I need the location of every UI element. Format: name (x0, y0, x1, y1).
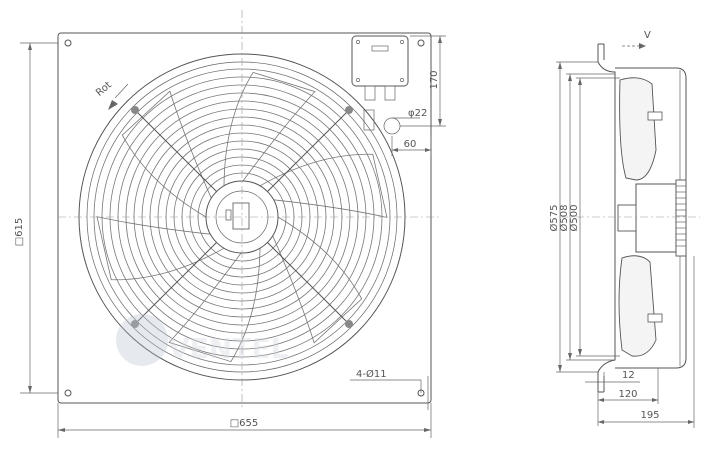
side-plate (597, 44, 616, 392)
dim-d508: Ø508 (558, 73, 615, 361)
svg-text:4-Ø11: 4-Ø11 (356, 368, 387, 380)
watermark-logo: VENTEL (116, 314, 288, 366)
dim-gland-22: φ22 (392, 108, 427, 119)
svg-text:60: 60 (404, 139, 417, 150)
dim-d500: Ø500 (568, 77, 620, 357)
motor-nameplate (232, 202, 250, 230)
dim-d575: Ø575 (548, 61, 598, 373)
side-blade-bottom (618, 255, 657, 357)
dim-120: 120 (598, 368, 659, 404)
rotation-label: Rot (94, 80, 114, 99)
fan-blade (96, 216, 225, 281)
front-view: Rot VENTEL □615 □655 (14, 10, 446, 438)
svg-text:120: 120 (618, 389, 637, 400)
svg-text:V: V (644, 30, 651, 41)
side-motor (635, 183, 677, 253)
svg-text:φ22: φ22 (408, 108, 427, 119)
mounting-plate (57, 32, 432, 404)
svg-text:Ø575: Ø575 (548, 205, 560, 232)
dim-height-615: □615 (14, 42, 58, 394)
fan-blade (121, 90, 212, 218)
side-blade-top (619, 77, 657, 181)
fan-blade (259, 153, 388, 218)
svg-text:12: 12 (622, 370, 635, 381)
fan-blade (168, 248, 261, 363)
svg-text:170: 170 (429, 70, 440, 89)
dim-offset-60: 60 (391, 136, 432, 156)
side-view: V Ø575 Ø508 Ø500 (548, 30, 700, 428)
fan-blade (272, 216, 363, 344)
airflow-indicator: V (622, 30, 651, 49)
dim-12: 12 (585, 370, 640, 426)
motor-fins (676, 185, 686, 247)
dim-holes-4x11: 4-Ø11 (350, 368, 429, 410)
svg-text:Ø500: Ø500 (568, 205, 580, 232)
dim-195: 195 (598, 256, 695, 428)
svg-text:□615: □615 (14, 218, 25, 247)
svg-text:Ø508: Ø508 (558, 205, 570, 232)
fan-blades (96, 71, 388, 363)
dim-terminal-170: 170 (400, 35, 446, 127)
terminal-box (351, 35, 409, 135)
mounting-hole-bl (64, 389, 72, 397)
svg-text:VENTEL: VENTEL (168, 332, 288, 365)
dim-width-655: □655 (57, 403, 432, 438)
mounting-hole-tl (64, 39, 72, 47)
fan-blade (223, 71, 316, 186)
svg-text:□655: □655 (230, 418, 259, 429)
svg-text:195: 195 (640, 410, 659, 421)
mounting-hole-tr (417, 39, 425, 47)
